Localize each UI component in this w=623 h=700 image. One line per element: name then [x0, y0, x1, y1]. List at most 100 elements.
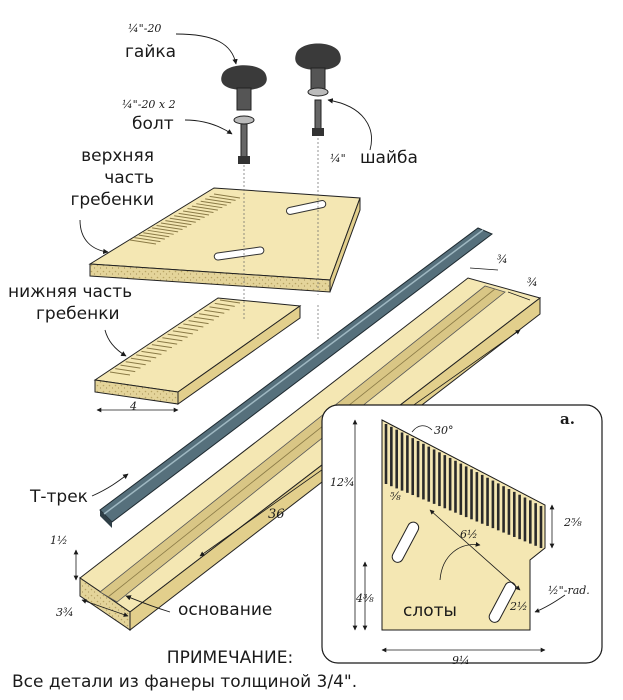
comb-tooth [183, 323, 204, 328]
detail-width-text: 9¼ [452, 654, 470, 667]
groove-depth-dim [507, 291, 531, 301]
groove-width-dim [469, 267, 499, 271]
slot-length-text: 2½ [510, 600, 528, 613]
upper-comb-label-line1: верхняя [81, 146, 154, 166]
comb-tooth [120, 364, 141, 369]
bolt-label: болт [132, 114, 174, 134]
comb-tooth [152, 227, 179, 233]
slot-bottom-text: 4⅜ [356, 592, 374, 605]
note-text: Все детали из фанеры толщиной 3/4". [12, 672, 358, 692]
t-track-leader [91, 473, 129, 497]
lower-comb-label-line1: нижняя часть [8, 282, 133, 302]
comb-tooth [160, 222, 188, 228]
comb-tooth [204, 309, 225, 314]
knob-nut-left [221, 65, 267, 111]
comb-tooth [172, 330, 193, 335]
comb-tooth [147, 229, 174, 235]
teeth-height-text: 2⅝ [564, 516, 582, 529]
comb-tooth [213, 193, 241, 199]
comb-tooth [125, 361, 146, 366]
comb-tooth [141, 350, 162, 355]
comb-tooth [115, 368, 136, 373]
comb-tooth [193, 316, 214, 321]
note-heading: ПРИМЕЧАНИЕ: [166, 648, 294, 668]
washer-right [307, 87, 329, 97]
upper-comb-label-line3: гребенки [70, 190, 154, 210]
comb-tooth [146, 347, 167, 352]
nut-label: гайка [125, 42, 177, 62]
comb-tooth [182, 210, 210, 216]
groove-width-text: ¾ [497, 253, 508, 266]
knob-nut-right [295, 43, 341, 91]
bolt-right [312, 99, 324, 136]
slots-label: слоты [403, 601, 457, 621]
base-width-text: 3¾ [56, 606, 74, 619]
comb-tooth [178, 326, 199, 331]
comb-tooth [129, 239, 157, 245]
detail-height-text: 12¾ [330, 476, 355, 489]
base-label: основание [178, 600, 273, 620]
comb-tooth [151, 344, 172, 349]
lower-comb-leader [104, 329, 127, 357]
comb-tooth [130, 357, 152, 362]
base-height-text: 1½ [50, 534, 68, 547]
base-width-dim [81, 599, 129, 617]
nut-size-label: ¼"-20 [128, 22, 162, 35]
radius-leader [534, 594, 566, 613]
comb-tooth [196, 203, 223, 209]
washer-label: шайба [360, 148, 418, 168]
comb-tooth [138, 234, 165, 240]
detail-a-panel [321, 404, 603, 664]
bolt-leader [184, 119, 233, 135]
comb-tooth [156, 224, 183, 230]
washer-left [233, 115, 255, 125]
comb-tooth [157, 340, 178, 345]
comb-tooth [165, 220, 192, 226]
comb-tooth [209, 306, 230, 311]
washer-size-label: ¼" [330, 152, 346, 165]
comb-tooth [143, 232, 170, 238]
tooth-angle-arc [411, 425, 433, 433]
lower-comb-teeth [109, 299, 241, 376]
upper-comb-leader [79, 219, 109, 255]
nut-leader [175, 33, 238, 65]
lower-comb-label-line2: гребенки [36, 304, 120, 324]
upper-comb [88, 187, 361, 293]
detail-a-label: a. [560, 410, 575, 428]
washer-leader [327, 98, 372, 151]
comb-tooth [188, 320, 209, 325]
upper-comb-label-line2: часть [104, 168, 154, 188]
comb-tooth [136, 354, 157, 359]
comb-tooth [214, 302, 235, 307]
comb-tooth [205, 198, 232, 204]
groove-depth-text: ¾ [527, 276, 538, 289]
bolt-size-label: ¼"-20 x 2 [122, 98, 176, 111]
comb-tooth [109, 371, 131, 376]
lower-comb-width-text: 4 [130, 400, 137, 413]
t-track-label: Т-трек [30, 487, 88, 507]
comb-tooth [187, 208, 214, 214]
comb-tooth [134, 237, 161, 243]
detail-slot-upper [391, 521, 420, 563]
comb-tooth [167, 333, 188, 338]
slot-offset-text: 6½ [460, 528, 478, 541]
comb-tooth [198, 313, 220, 318]
comb-tooth [178, 212, 205, 218]
comb-tooth [209, 195, 236, 201]
slot-angle-arc [439, 541, 481, 581]
base-leader [125, 595, 171, 613]
comb-tooth [169, 217, 196, 223]
corner-radius-text: ½"-rad. [548, 584, 590, 597]
comb-tooth [200, 200, 227, 206]
base-length-text: 36 [268, 507, 285, 522]
upper-comb-teeth [129, 193, 241, 245]
comb-tooth [162, 337, 183, 342]
slot-offset-dim [429, 509, 521, 591]
tooth-angle-text: 30° [434, 424, 454, 437]
comb-tooth [191, 205, 218, 211]
bolt-left [238, 123, 250, 164]
slot-width-text: ⅝ [390, 490, 401, 503]
comb-tooth [219, 299, 241, 304]
comb-tooth [174, 215, 201, 221]
